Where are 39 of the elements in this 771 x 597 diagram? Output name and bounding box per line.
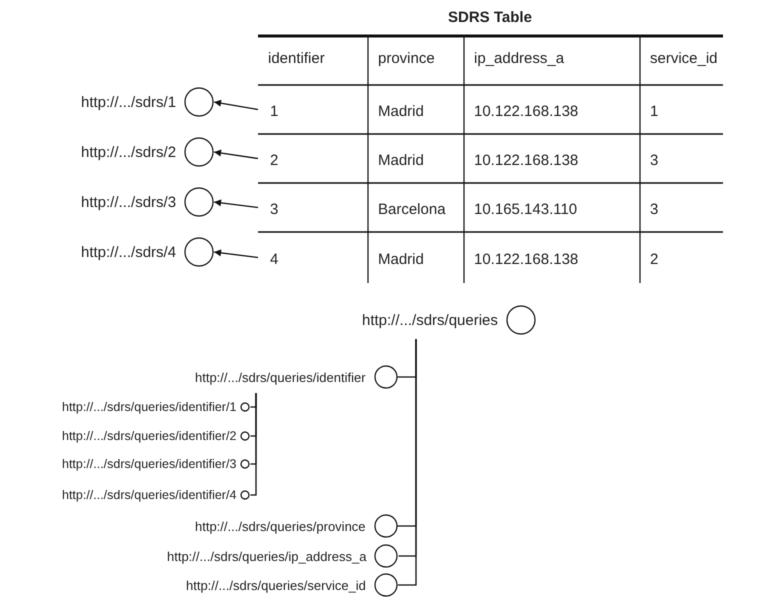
table-value: 10.122.168.138: [474, 102, 578, 120]
resource-uri: http://.../sdrs/queries/identifier/4: [62, 488, 236, 502]
table-value: 10.165.143.110: [474, 200, 578, 218]
arrow: [214, 199, 258, 208]
arrow: [214, 100, 258, 110]
resource-uri: http://.../sdrs/queries/ip_address_a: [167, 548, 366, 564]
table-value: 10.122.168.138: [474, 152, 578, 170]
resource-uri: http://.../sdrs/2: [81, 144, 176, 160]
arrow: [214, 150, 258, 160]
resource-uri: http://.../sdrs/queries/identifier/1: [62, 400, 236, 414]
table-value: Madrid: [378, 152, 424, 170]
arrow: [214, 249, 258, 258]
resource-uri: http://.../sdrs/1: [81, 94, 176, 110]
resource-uri: http://.../sdrs/queries/identifier: [195, 370, 366, 384]
identifier-value: 3: [258, 200, 368, 218]
table-value: Madrid: [378, 250, 424, 268]
connector-line: [250, 393, 257, 496]
resource-uri: http://.../sdrs/queries/province: [195, 518, 366, 534]
identifier-value: 2: [258, 152, 368, 170]
table-value: 3: [650, 152, 658, 170]
column-header: ip_address_a: [474, 50, 564, 68]
table-value: Barcelona: [378, 200, 446, 218]
table-value: 2: [650, 250, 658, 268]
resource-uri: http://.../sdrs/queries/identifier/3: [62, 457, 236, 471]
table-value: 1: [650, 102, 658, 120]
resource-uri: http://.../sdrs/queries/identifier/2: [62, 429, 236, 443]
column-header: service_id: [650, 50, 718, 68]
table-value: 10.122.168.138: [474, 250, 578, 268]
table-value: Madrid: [378, 102, 424, 120]
resource-uri: http://.../sdrs/queries/service_id: [186, 578, 366, 592]
table-value: 3: [650, 200, 658, 218]
resource-uri: http://.../sdrs/3: [81, 194, 176, 210]
resource-uri: http://.../sdrs/4: [81, 244, 176, 260]
column-header: province: [378, 50, 435, 68]
identifier-value: 4: [258, 250, 368, 268]
column-header: identifier: [268, 50, 325, 68]
table-title: SDRS Table: [448, 9, 532, 26]
resource-uri: http://.../sdrs/queries: [362, 312, 498, 328]
identifier-value: 1: [258, 102, 368, 120]
